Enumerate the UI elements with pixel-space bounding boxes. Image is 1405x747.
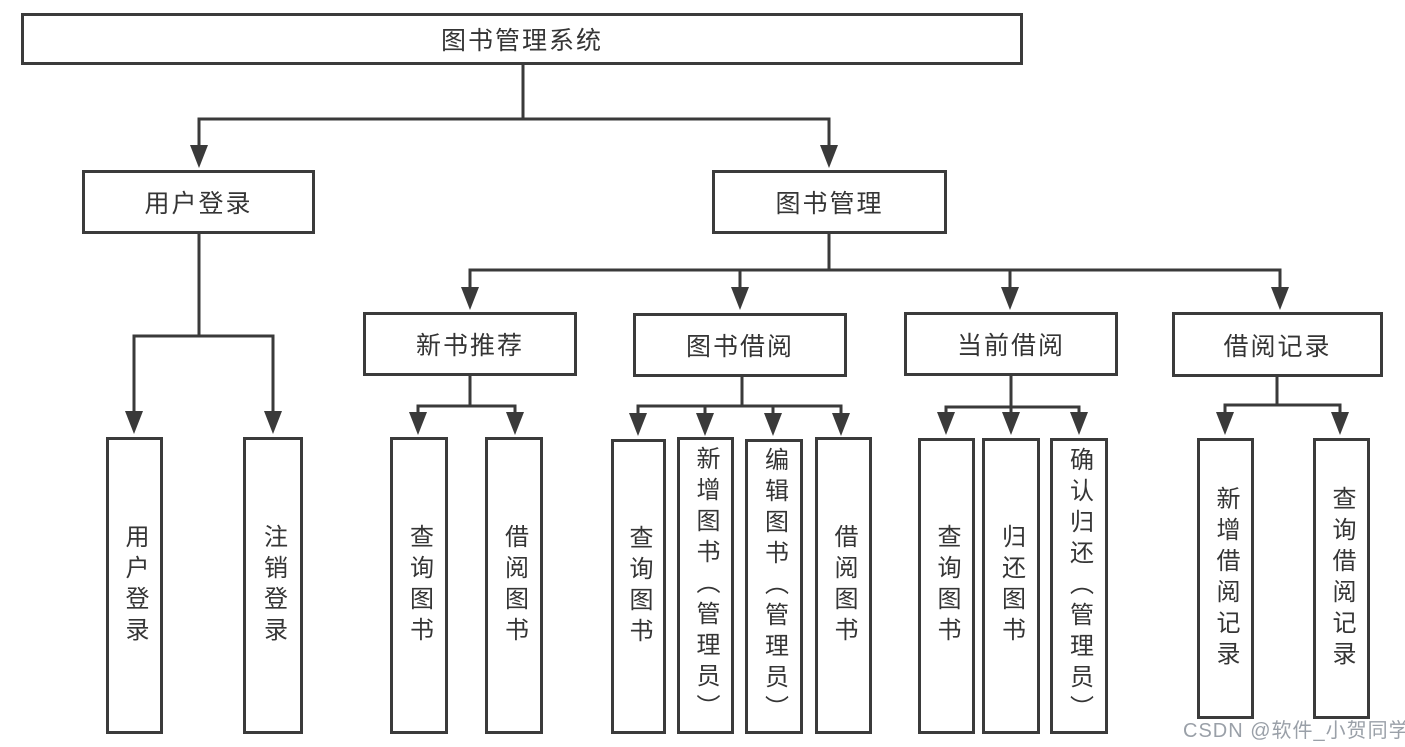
leaf-borrow-edit-label: 编辑图书（管理员） <box>760 447 788 726</box>
node-book-borrow-label: 图书借阅 <box>685 333 794 361</box>
leaf-current-confirm-label: 确认归还（管理员） <box>1065 446 1093 726</box>
leaf-logout-label: 注销登录 <box>259 523 287 648</box>
leaf-borrow-add: 新增图书（管理员） <box>677 437 734 734</box>
leaf-record-query: 查询借阅记录 <box>1313 438 1370 719</box>
leaf-borrow-query: 查询图书 <box>611 439 666 734</box>
node-root: 图书管理系统 <box>21 13 1023 65</box>
leaf-borrow-query-label: 查询图书 <box>625 524 652 649</box>
leaf-current-query: 查询图书 <box>918 438 975 734</box>
leaf-user-login-label: 用户登录 <box>121 523 148 648</box>
leaf-borrow-add-label: 新增图书（管理员） <box>692 446 719 725</box>
leaf-current-confirm: 确认归还（管理员） <box>1050 438 1108 734</box>
node-root-label: 图书管理系统 <box>440 27 603 55</box>
csdn-watermark: CSDN @软件_小贺同学 <box>1183 720 1405 742</box>
leaf-user-login: 用户登录 <box>106 437 163 734</box>
leaf-newbook-query: 查询图书 <box>390 437 448 734</box>
node-current-borrow: 当前借阅 <box>904 312 1118 376</box>
node-new-book-recommend: 新书推荐 <box>363 312 577 376</box>
node-book-management-label: 图书管理 <box>775 190 884 218</box>
leaf-borrow-book: 借阅图书 <box>815 437 872 734</box>
arrowheads <box>125 145 1349 436</box>
node-book-borrow: 图书借阅 <box>633 313 847 377</box>
leaf-newbook-borrow: 借阅图书 <box>485 437 543 734</box>
node-borrow-records: 借阅记录 <box>1172 312 1383 377</box>
node-book-management: 图书管理 <box>712 170 947 234</box>
leaf-record-add: 新增借阅记录 <box>1197 438 1254 719</box>
leaf-newbook-query-label: 查询图书 <box>405 523 433 648</box>
leaf-borrow-book-label: 借阅图书 <box>830 523 857 648</box>
leaf-record-query-label: 查询借阅记录 <box>1328 485 1355 672</box>
node-new-book-recommend-label: 新书推荐 <box>415 332 524 360</box>
leaf-record-add-label: 新增借阅记录 <box>1212 485 1239 672</box>
node-borrow-records-label: 借阅记录 <box>1223 332 1332 361</box>
leaf-current-return-label: 归还图书 <box>997 524 1025 648</box>
leaf-current-query-label: 查询图书 <box>933 524 960 648</box>
node-user-login: 用户登录 <box>82 170 315 234</box>
leaf-newbook-borrow-label: 借阅图书 <box>500 523 528 648</box>
node-current-borrow-label: 当前借阅 <box>956 332 1065 360</box>
leaf-logout: 注销登录 <box>243 437 303 734</box>
leaf-current-return: 归还图书 <box>982 438 1040 734</box>
leaf-borrow-edit: 编辑图书（管理员） <box>745 439 803 734</box>
node-user-login-label: 用户登录 <box>144 190 253 218</box>
